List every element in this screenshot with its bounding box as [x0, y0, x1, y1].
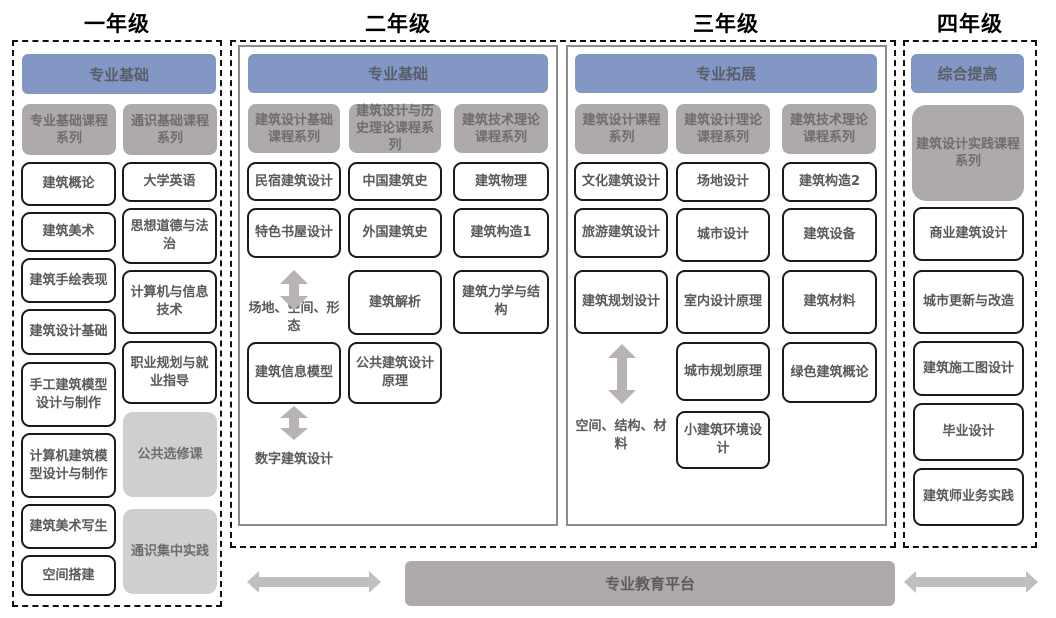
platform-bar: 专业教育平台 — [405, 561, 895, 606]
course-box: 建筑概论 — [21, 162, 116, 206]
course-box: 旅游建筑设计 — [574, 208, 668, 258]
course-box: 手工建筑模型设计与制作 — [21, 362, 116, 427]
course-box: 计算机与信息技术 — [122, 270, 217, 334]
course-box: 文化建筑设计 — [574, 162, 668, 201]
year1-elective-box: 公共选修课 — [123, 412, 217, 497]
year-title-4: 四年级 — [937, 12, 1003, 36]
year-title-2: 二年级 — [365, 12, 431, 36]
course-box: 建筑设备 — [782, 208, 877, 262]
course-box: 建筑师业务实践 — [913, 468, 1024, 526]
course-box: 大学英语 — [122, 162, 217, 202]
course-box: 商业建筑设计 — [913, 207, 1024, 261]
double-arrow-vertical-icon — [280, 270, 308, 310]
year3-category-2: 建筑设计理论课程系列 — [676, 104, 770, 154]
year3-category-3: 建筑技术理论课程系列 — [782, 104, 876, 154]
course-box: 场地设计 — [676, 162, 770, 202]
year2-category-2: 建筑设计与历史理论课程系列 — [349, 104, 441, 153]
year1-header: 专业基础 — [22, 54, 216, 94]
year2-category-1: 建筑设计基础课程系列 — [248, 104, 340, 153]
course-box: 职业规划与就业指导 — [122, 341, 217, 404]
course-box: 计算机建筑模型设计与制作 — [21, 433, 116, 498]
course-box: 思想道德与法治 — [122, 208, 217, 264]
year1-frame — [12, 40, 222, 607]
course-box: 中国建筑史 — [348, 162, 442, 201]
year-title-3: 三年级 — [693, 12, 759, 36]
course-box: 建筑施工图设计 — [913, 341, 1024, 396]
year1-category-2: 通识基础课程系列 — [123, 104, 217, 155]
year2-3-frame — [230, 40, 896, 548]
course-box: 建筑设计基础 — [21, 309, 116, 355]
year4-frame — [903, 40, 1037, 548]
course-box: 建筑美术 — [21, 212, 116, 252]
course-box: 建筑信息模型 — [247, 342, 341, 404]
year4-category: 建筑设计实践课程系列 — [912, 105, 1024, 201]
year4-header: 综合提高 — [911, 54, 1024, 93]
course-box: 城市设计 — [676, 208, 770, 262]
course-box: 建筑构造2 — [782, 162, 877, 202]
course-box: 建筑美术写生 — [21, 504, 116, 549]
course-box: 建筑规划设计 — [574, 270, 668, 334]
year3-header: 专业拓展 — [575, 54, 877, 93]
double-arrow-horizontal-icon — [247, 571, 381, 593]
year2-category-3: 建筑技术理论课程系列 — [454, 104, 548, 153]
course-box: 毕业设计 — [913, 403, 1024, 461]
double-arrow-vertical-icon — [608, 344, 636, 404]
year1-practice-box: 通识集中实践 — [123, 509, 217, 594]
course-box: 城市规划原理 — [676, 342, 770, 401]
year-title-1: 一年级 — [84, 12, 150, 36]
course-box: 绿色建筑概论 — [782, 342, 877, 403]
course-box: 城市更新与改造 — [913, 270, 1024, 334]
course-box: 室内设计原理 — [676, 270, 770, 334]
course-box: 外国建筑史 — [348, 208, 442, 258]
course-box: 空间搭建 — [21, 555, 116, 596]
double-arrow-vertical-icon — [280, 406, 308, 440]
course-box: 公共建筑设计原理 — [348, 342, 442, 404]
course-box: 建筑力学与结构 — [453, 270, 549, 334]
year1-category-1: 专业基础课程系列 — [22, 104, 116, 155]
course-box: 小建筑环境设计 — [676, 411, 770, 469]
course-box: 建筑材料 — [782, 270, 877, 334]
course-box: 民宿建筑设计 — [247, 162, 341, 201]
year3-category-1: 建筑设计课程系列 — [575, 104, 668, 154]
course-box: 建筑物理 — [453, 162, 549, 201]
course-box: 建筑构造1 — [453, 208, 549, 258]
year2-header: 专业基础 — [248, 54, 548, 93]
course-box: 特色书屋设计 — [247, 208, 341, 258]
course-box: 建筑解析 — [348, 270, 442, 335]
double-arrow-horizontal-icon — [904, 571, 1038, 593]
year3-note: 空间、结构、材料 — [575, 419, 667, 452]
year2-note-2: 数字建筑设计 — [254, 452, 333, 467]
course-box: 建筑手绘表现 — [21, 258, 116, 303]
